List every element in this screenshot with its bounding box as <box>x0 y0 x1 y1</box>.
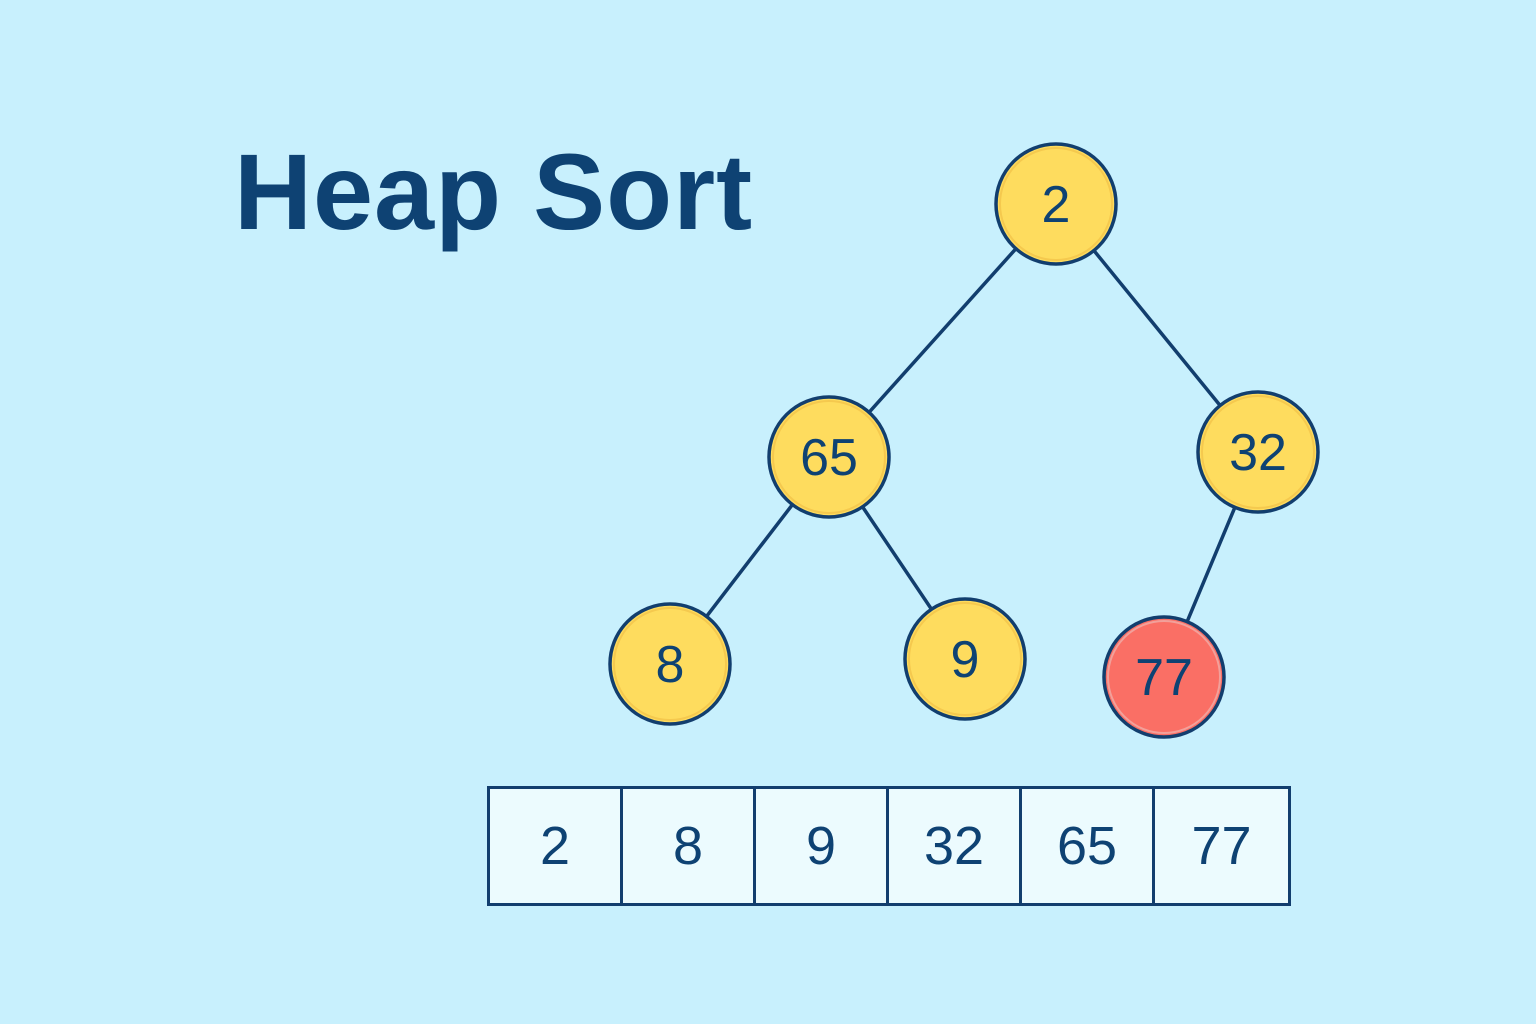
node-circle <box>1102 615 1226 739</box>
node-inner-ring <box>772 400 886 514</box>
node-inner-ring <box>613 607 727 721</box>
node-circle <box>994 142 1118 266</box>
node-inner-ring <box>1201 395 1315 509</box>
array-cell: 32 <box>889 789 1022 903</box>
node-circle <box>903 597 1027 721</box>
node-inner-ring <box>908 602 1022 716</box>
diagram-title: Heap Sort <box>234 131 754 252</box>
node-circle <box>767 395 891 519</box>
node-label: 77 <box>1135 649 1193 707</box>
node-circle <box>1196 390 1320 514</box>
node-label: 8 <box>656 636 685 694</box>
node-inner-ring <box>999 147 1113 261</box>
array-cell: 8 <box>623 789 756 903</box>
node-label: 9 <box>951 631 980 689</box>
sorted-array: 2 8 9 32 65 77 <box>487 786 1291 906</box>
tree-node: 8 <box>608 602 732 726</box>
node-label: 32 <box>1229 424 1287 482</box>
tree-node: 9 <box>903 597 1027 721</box>
node-label: 2 <box>1042 176 1071 234</box>
tree-node: 65 <box>767 395 891 519</box>
tree-node-highlighted: 77 <box>1102 615 1226 739</box>
array-cell: 65 <box>1022 789 1155 903</box>
node-inner-ring <box>1107 620 1221 734</box>
array-cell: 9 <box>756 789 889 903</box>
tree-node: 32 <box>1196 390 1320 514</box>
array-cell: 2 <box>490 789 623 903</box>
array-cell: 77 <box>1191 816 1252 876</box>
tree-node: 2 <box>994 142 1118 266</box>
node-circle <box>608 602 732 726</box>
node-label: 65 <box>800 429 858 487</box>
